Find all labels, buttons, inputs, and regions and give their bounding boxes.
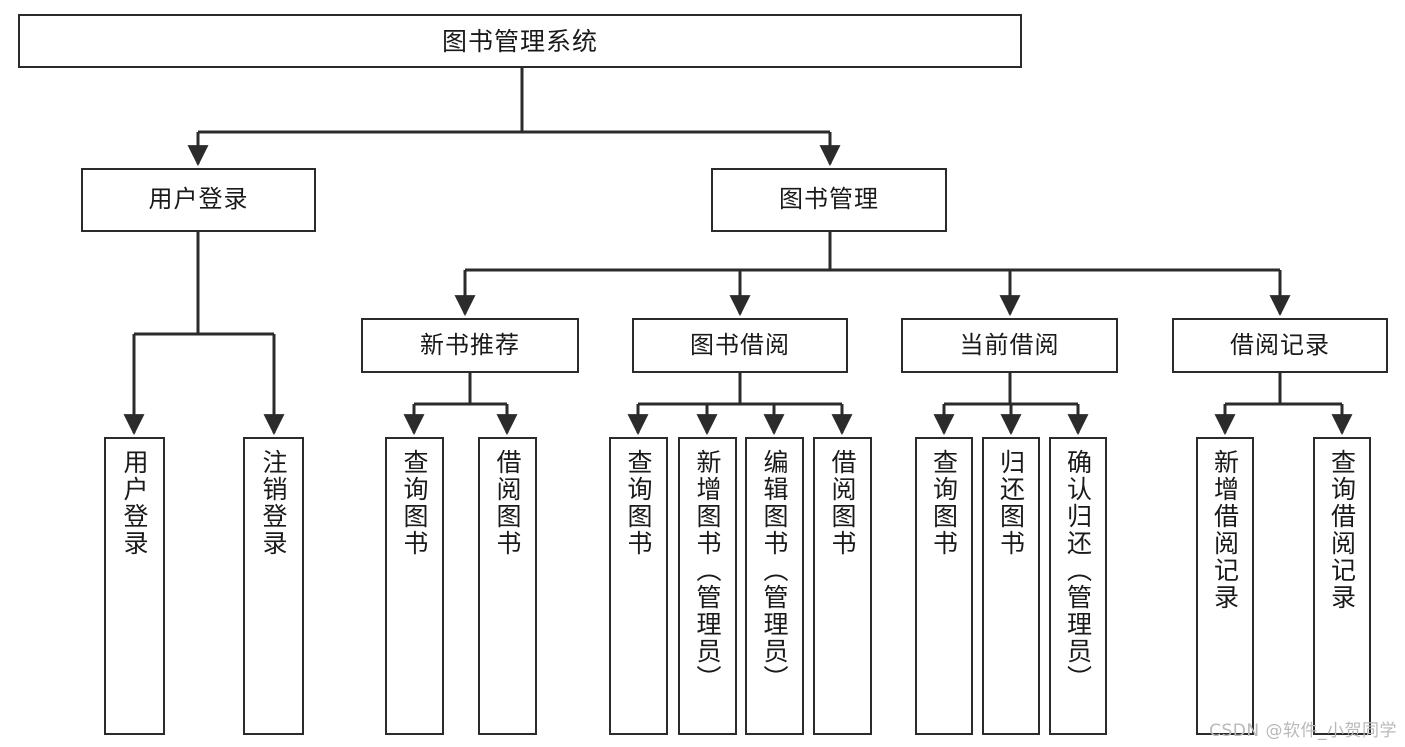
node-label: 图书管理 [779,185,879,214]
node-leaf-return-book[interactable]: 归还图书 [982,437,1040,735]
node-label: 用户登录 [120,449,149,557]
node-leaf-query-book-current[interactable]: 查询图书 [915,437,973,735]
node-label: 图书借阅 [690,330,790,359]
node-root-book-management-system[interactable]: 图书管理系统 [18,14,1022,68]
node-leaf-borrow-book[interactable]: 借阅图书 [813,437,872,735]
node-label: 图书管理系统 [441,26,598,56]
node-label: 新书推荐 [420,330,520,359]
node-leaf-borrow-book-recommend[interactable]: 借阅图书 [478,437,537,735]
node-leaf-logout-login[interactable]: 注销登录 [243,437,304,735]
node-leaf-add-borrow-record[interactable]: 新增借阅记录 [1196,437,1254,735]
node-leaf-query-borrow-record[interactable]: 查询借阅记录 [1313,437,1371,735]
node-leaf-confirm-return[interactable]: 确认归还（管理员） [1049,437,1107,735]
node-label: 借阅图书 [828,449,857,557]
node-leaf-query-book-recommend[interactable]: 查询图书 [385,437,444,735]
node-label: 用户登录 [148,185,249,214]
node-book-borrow[interactable]: 图书借阅 [632,318,848,373]
node-label: 新增借阅记录 [1210,449,1240,611]
node-label: 查询图书 [624,449,653,557]
node-label: 注销登录 [259,449,288,557]
node-label: 新增图书（管理员） [693,449,722,692]
node-user-login[interactable]: 用户登录 [81,168,316,232]
node-label: 查询图书 [929,449,959,557]
node-label: 确认归还（管理员） [1063,449,1093,692]
node-new-book-recommend[interactable]: 新书推荐 [361,318,579,373]
csdn-watermark: CSDN @软件_小贺同学 [1209,721,1397,741]
node-leaf-add-book[interactable]: 新增图书（管理员） [678,437,737,735]
node-label: 借阅记录 [1230,330,1330,359]
node-borrow-record[interactable]: 借阅记录 [1172,318,1388,373]
node-label: 查询图书 [400,449,429,557]
node-book-manage[interactable]: 图书管理 [711,168,947,232]
node-leaf-query-book-borrow[interactable]: 查询图书 [609,437,668,735]
node-label: 借阅图书 [493,449,522,557]
node-leaf-edit-book[interactable]: 编辑图书（管理员） [745,437,804,735]
node-leaf-user-login[interactable]: 用户登录 [104,437,165,735]
node-label: 归还图书 [996,449,1026,557]
node-label: 当前借阅 [959,330,1060,359]
node-current-borrow[interactable]: 当前借阅 [901,318,1118,373]
node-label: 查询借阅记录 [1327,449,1357,611]
node-label: 编辑图书（管理员） [760,449,789,692]
